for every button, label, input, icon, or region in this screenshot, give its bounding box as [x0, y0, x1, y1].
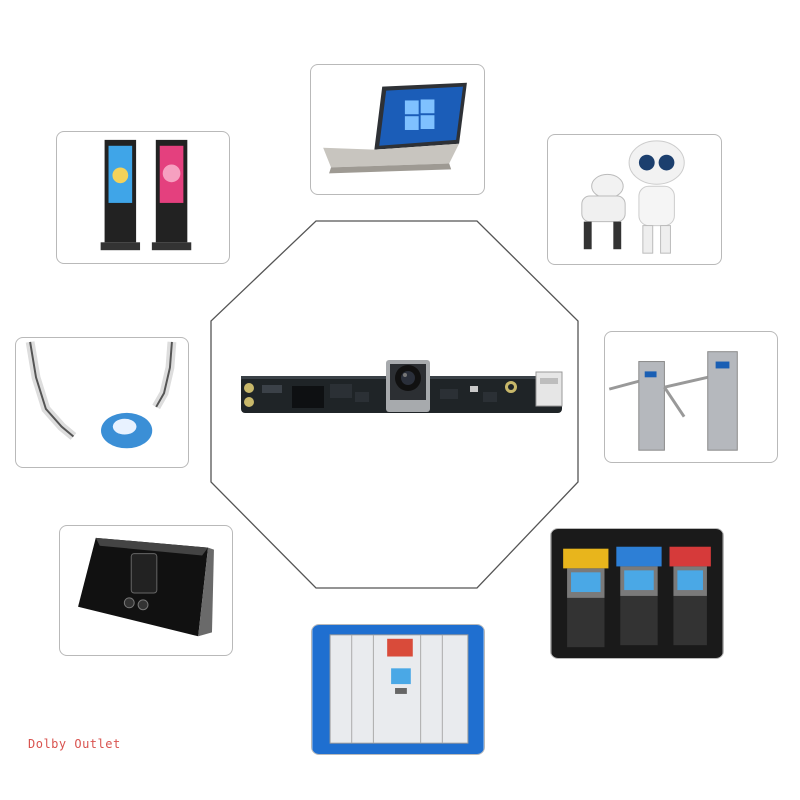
watermark: Dolby Outlet [28, 737, 121, 751]
card-smart-locker [311, 624, 485, 755]
card-laptop [310, 64, 485, 195]
card-atm [550, 528, 724, 659]
card-robotic-arm [15, 337, 189, 468]
locker-icon [312, 625, 484, 754]
card-digital-signage [56, 131, 230, 264]
face-terminal-icon [78, 537, 214, 637]
card-turnstile [604, 331, 778, 463]
card-face-terminal [59, 525, 233, 656]
robot-icon [581, 140, 685, 254]
turnstile-icon [608, 351, 738, 451]
kiosk-icon [100, 139, 192, 251]
robot-arm-icon [25, 341, 177, 449]
laptop-icon [323, 82, 467, 174]
usb-camera-module-board [241, 360, 563, 413]
atm-icon [551, 529, 723, 658]
card-robots [547, 134, 722, 265]
